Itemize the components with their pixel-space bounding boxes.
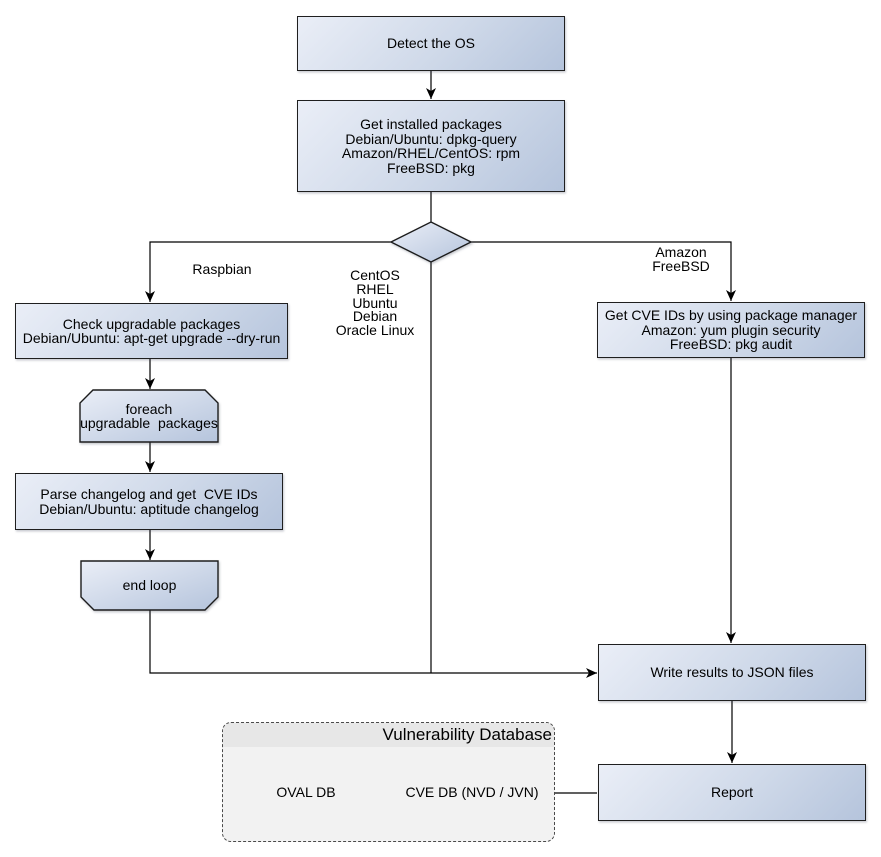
connector-decision-to-check-upgradable [145,241,391,302]
decision-diamond [389,221,473,263]
cve-db-label: CVE DB (NVD / JVN) [405,783,539,800]
node-report: Report [598,764,866,821]
edge-label-amazon-freebsd: Amazon FreeBSD [652,244,710,274]
edge-label-centos-rhel-ubuntu-debian-oracle: CentOS RHEL Ubuntu Debian Oracle Linux [335,267,415,339]
vulnerability-database-title: Vulnerability Database [382,725,552,744]
node-check-upgradable-packages: Check upgradable packages Debian/Ubuntu:… [15,303,288,359]
node-end-loop-label: end loop [122,577,177,594]
node-write-results-json: Write results to JSON files [598,644,866,701]
oval-db-label: OVAL DB [276,783,336,800]
node-foreach-loop-label: foreach upgradable packages [80,400,218,431]
connector-endloop-to-write-results [149,610,597,678]
vulnerability-database-header [223,723,554,747]
node-parse-changelog: Parse changelog and get CVE IDs Debian/U… [15,473,283,530]
foreach-loop-shape [79,389,219,443]
end-loop-shape [80,560,219,611]
node-detect-os: Detect the OS [297,16,565,71]
node-get-cve-ids-package-manager: Get CVE IDs by using package manager Ama… [597,302,865,358]
edge-label-raspbian: Raspbian [192,261,252,277]
node-get-installed-packages: Get installed packages Debian/Ubuntu: dp… [297,100,565,192]
vulnerability-database-container [222,722,555,842]
connector-decision-to-get-cve-ids [471,241,736,301]
